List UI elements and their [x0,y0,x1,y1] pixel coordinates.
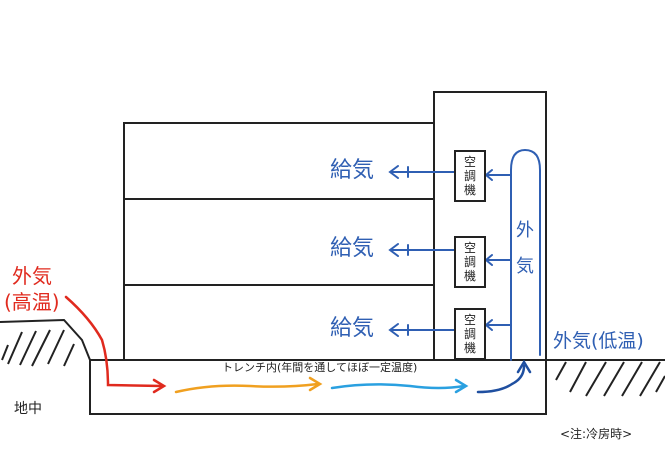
outside-air-riser [484,148,541,361]
outside-air-high-label-line2: (高温) [4,290,60,314]
warm-air-line [174,382,320,394]
ac-unit-middle: 空 調 機 [454,236,486,288]
supply-air-label-middle: 給気 [330,236,375,261]
supply-air-label-bottom: 給気 [330,316,375,341]
cool-air-arrow [330,378,469,394]
hot-air-path [64,295,167,394]
cool-air-arrowhead [454,378,469,394]
cold-air-arrow [476,359,532,394]
trench [89,359,547,415]
ac-unit-char: 機 [463,183,476,197]
warm-air-arrow [174,376,323,394]
building-floors-outline [123,122,435,361]
ac-unit-char: 調 [463,169,476,183]
right-ground-hatch [555,361,665,397]
ac-unit-top: 空 調 機 [454,150,486,202]
supply-arrow-top-head [388,165,399,179]
supply-arrow-bottom-head [388,323,399,337]
riser-loop [510,148,541,361]
outside-air-low-label: 外気(低温) [553,330,644,352]
note-label: <注:冷房時> [560,427,633,441]
branch-mid-head [484,254,493,266]
ac-unit-char: 調 [463,255,476,269]
ac-unit-char: 調 [463,327,476,341]
left-ground [0,318,91,367]
branch-bottom-head [484,319,493,331]
ac-unit-char: 機 [463,341,476,355]
cold-air-line [476,364,526,394]
ac-unit-char: 機 [463,269,476,283]
cold-air-arrowhead [516,359,532,374]
warm-air-arrowhead [308,376,323,392]
supply-arrow-mid-head [388,243,399,257]
trench-label: トレンチ内(年間を通してほぼ一定温度) [222,361,418,374]
ac-unit-char: 空 [463,241,476,255]
ac-unit-bottom: 空 調 機 [454,308,486,360]
outside-air-vertical-2: 気 [516,256,534,277]
ac-unit-char: 空 [463,313,476,327]
left-ground-hatch [1,329,75,367]
right-ground [546,359,665,397]
underground-label: 地中 [14,401,42,417]
hot-air-line [64,295,164,388]
left-ground-surface [0,318,91,361]
trench-outline [89,359,547,415]
ac-unit-char: 空 [463,155,476,169]
branch-top-head [484,169,493,181]
hot-air-arrowhead [152,378,167,394]
cool-air-line [330,383,466,390]
outside-air-vertical-1: 外 [516,220,534,241]
outside-air-high-label-line1: 外気 [12,264,52,288]
supply-arrows [388,165,455,337]
supply-air-label-top: 給気 [330,158,375,183]
